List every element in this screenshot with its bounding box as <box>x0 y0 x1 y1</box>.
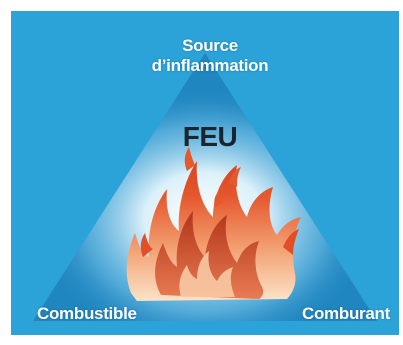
center-title: FEU <box>182 121 238 152</box>
flame-highlight <box>179 251 235 297</box>
fire-triangle-svg <box>11 11 399 335</box>
flame-tongue-right <box>283 229 299 255</box>
vertex-label-oxidizer: Comburant <box>302 304 390 323</box>
flame-spark-1 <box>184 147 195 171</box>
vertex-label-ignition-source: Source d’inflammation <box>110 36 310 76</box>
vertex-label-line-2: d’inflammation <box>151 56 269 75</box>
vertex-label-line-1: Source <box>182 36 238 55</box>
flame-tongue-left <box>140 233 153 257</box>
flame-spark-3 <box>214 191 223 207</box>
fire-triangle-panel <box>11 11 399 335</box>
flame-spark-2 <box>229 167 241 187</box>
vertex-label-fuel: Combustible <box>37 304 137 323</box>
flame-illustration <box>126 147 302 301</box>
